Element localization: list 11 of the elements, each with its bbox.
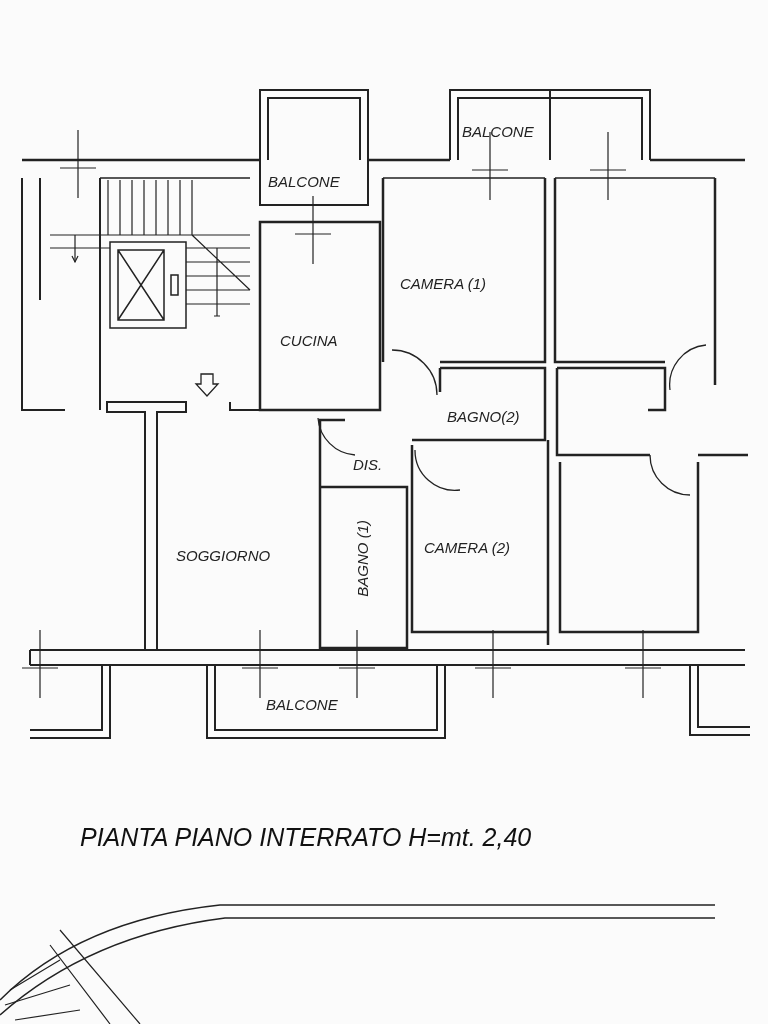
room-label: BALCONE	[462, 124, 534, 139]
plan-caption: PIANTA PIANO INTERRATO H=mt. 2,40	[80, 824, 532, 852]
room-label: CAMERA (1)	[400, 276, 487, 291]
room-label: CAMERA (2)	[424, 540, 511, 555]
room-label: BAGNO (1)	[355, 520, 370, 597]
room-label: SOGGIORNO	[176, 548, 271, 563]
room-label: BALCONE	[268, 174, 340, 189]
room-label: BAGNO(2)	[447, 409, 520, 424]
room-label: CUCINA	[280, 333, 338, 348]
room-label: DIS.	[353, 457, 383, 472]
room-label: BALCONE	[266, 697, 338, 712]
